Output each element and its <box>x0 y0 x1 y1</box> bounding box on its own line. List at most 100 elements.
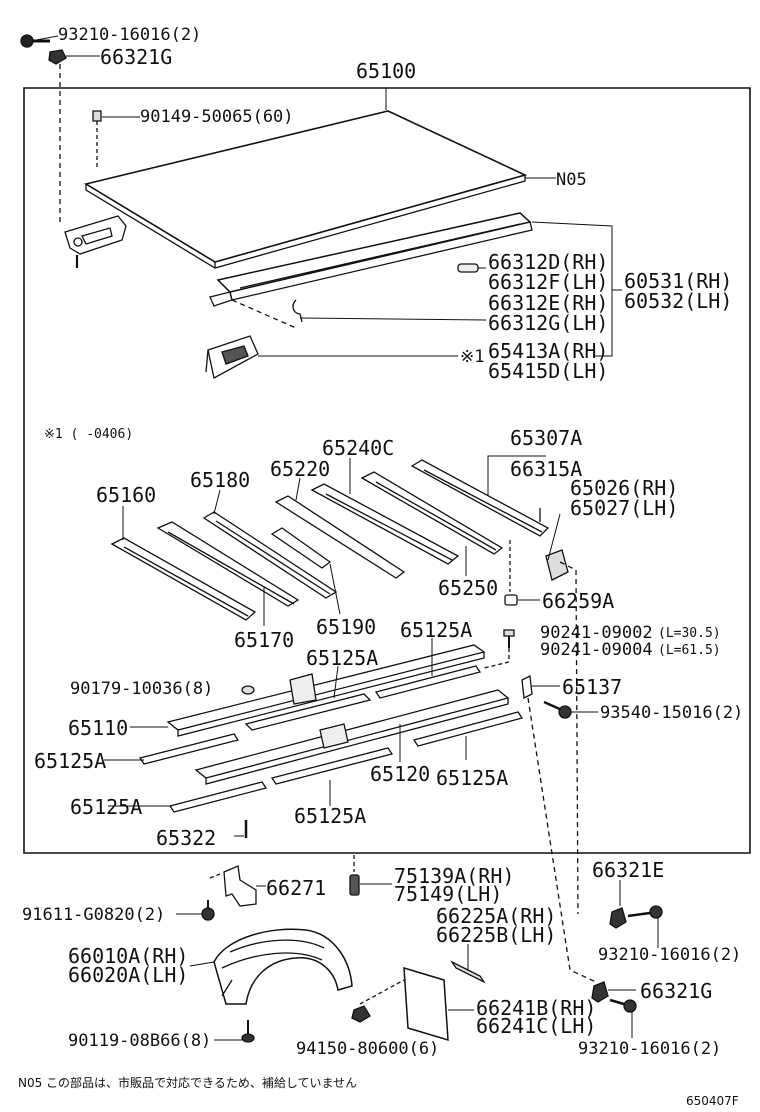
leader-lines-sills <box>104 638 466 836</box>
nut-94150 <box>352 980 404 1022</box>
assembly-frame <box>24 88 750 853</box>
bracket-65137 <box>522 676 560 698</box>
label-65322: 65322 <box>156 826 217 850</box>
label-90241-b-len: (L=61.5) <box>658 643 721 658</box>
label-65190: 65190 <box>316 615 377 639</box>
bracket-66225a <box>452 944 484 982</box>
label-66321g-bottom: 66321G <box>640 979 713 1003</box>
label-ref1-mark: ※1 <box>460 347 485 367</box>
label-65160: 65160 <box>96 483 157 507</box>
label-66020a: 66020A(LH) <box>68 963 189 987</box>
label-65110: 65110 <box>68 716 129 740</box>
label-60531: 60531(RH) <box>624 269 733 293</box>
bolt-93540 <box>544 702 598 718</box>
label-65415d: 65415D(LH) <box>488 359 609 383</box>
label-65125a-4: 65125A <box>436 766 509 790</box>
bolt-90241 <box>484 630 514 668</box>
label-66321e: 66321E <box>592 858 665 882</box>
crossmember-65160 <box>112 506 255 620</box>
nut-66321g-bottom <box>592 982 636 1002</box>
label-93210-top: 93210-16016(2) <box>58 25 202 45</box>
label-93540: 93540-15016(2) <box>600 703 744 723</box>
bolt-91611 <box>176 900 214 920</box>
figure-id: 650407F <box>686 1094 739 1108</box>
label-n05: N05 <box>556 170 587 190</box>
label-66241b: 66241B(RH) <box>476 996 597 1020</box>
label-66225b: 66225B(LH) <box>436 923 557 947</box>
label-65180: 65180 <box>190 468 251 492</box>
label-66225a: 66225A(RH) <box>436 904 557 928</box>
label-66271: 66271 <box>266 876 327 900</box>
label-65120: 65120 <box>370 762 431 786</box>
label-66312e: 66312E(RH) <box>488 291 609 315</box>
label-94150: 94150-80600(6) <box>296 1039 440 1059</box>
crossmember-65170 <box>158 522 298 626</box>
sill-65120 <box>196 690 508 784</box>
label-65100: 65100 <box>356 59 417 83</box>
bracket-65026 <box>540 508 568 580</box>
label-66010a: 66010A(RH) <box>68 944 189 968</box>
label-90241-b: 90241-09004 <box>540 640 653 660</box>
label-65220: 65220 <box>270 457 331 481</box>
deck-panel-n05 <box>86 111 525 268</box>
crossmember-65250 <box>362 472 502 576</box>
label-65170: 65170 <box>234 628 295 652</box>
crossmember-65240c <box>312 458 458 564</box>
label-65125a-3: 65125A <box>34 749 107 773</box>
block-spacers-65125a <box>140 666 522 812</box>
dashed-line-right-a <box>560 562 578 914</box>
label-75149: 75149(LH) <box>394 882 503 906</box>
label-93210-bottom: 93210-16016(2) <box>578 1039 722 1059</box>
label-75139a: 75139A(RH) <box>394 864 515 888</box>
label-65413a: 65413A(RH) <box>488 339 609 363</box>
bolt-93210-top <box>21 35 50 47</box>
label-65027: 65027(LH) <box>570 496 679 520</box>
label-66321g-top: 66321G <box>100 45 173 69</box>
label-90119: 90119-08B66(8) <box>68 1031 212 1051</box>
bolt-90119 <box>214 1020 254 1042</box>
crossmember-65190 <box>272 528 340 614</box>
label-65250: 65250 <box>438 576 499 600</box>
label-65125a-2: 65125A <box>306 646 379 670</box>
screw-90149 <box>93 111 101 170</box>
label-66315a: 66315A <box>510 457 583 481</box>
label-65240c: 65240C <box>322 436 395 460</box>
bracket-65413a <box>206 336 258 378</box>
label-65307a: 65307A <box>510 426 583 450</box>
label-65137: 65137 <box>562 675 623 699</box>
bolt-93210-bottom <box>610 1000 636 1038</box>
sill-65110 <box>130 645 484 736</box>
side-rail-60531 <box>210 213 532 306</box>
mudflap-66241b <box>404 968 474 1040</box>
footnote: N05 この部品は、市販品で対応できるため、補給していません <box>18 1076 358 1090</box>
crossmember-65220 <box>276 478 404 578</box>
label-90241-a-len: (L=30.5) <box>658 626 721 641</box>
label-93210-mid: 93210-16016(2) <box>598 945 742 965</box>
bracket-66271 <box>210 866 266 906</box>
label-66312f: 66312F(LH) <box>488 270 609 294</box>
fender-66010a <box>190 929 352 1004</box>
label-60532: 60532(LH) <box>624 289 733 313</box>
label-65026: 65026(RH) <box>570 476 679 500</box>
label-91611: 91611-G0820(2) <box>22 905 166 925</box>
crossmember-65180 <box>204 490 336 598</box>
label-65125a-5: 65125A <box>70 795 143 819</box>
crossmember-65307a <box>412 456 548 536</box>
label-66259a: 66259A <box>542 589 615 613</box>
label-66312d: 66312D(RH) <box>488 250 609 274</box>
clip-75139a <box>350 855 392 895</box>
bolt-93210-mid <box>628 906 662 948</box>
dashed-line-right-b <box>528 698 596 982</box>
nut-66321e <box>610 880 626 928</box>
label-90241-a: 90241-09002 <box>540 623 653 643</box>
clip-66312e <box>232 300 302 328</box>
nut-66321G-top <box>49 50 66 64</box>
label-66241c: 66241C(LH) <box>476 1014 597 1038</box>
washer-90179 <box>242 686 254 694</box>
label-65125a-6: 65125A <box>294 804 367 828</box>
hinge-bracket <box>65 216 126 268</box>
label-90149: 90149-50065(60) <box>140 107 294 127</box>
leader-lines-top <box>36 36 622 356</box>
label-66312g: 66312G(LH) <box>488 311 609 335</box>
